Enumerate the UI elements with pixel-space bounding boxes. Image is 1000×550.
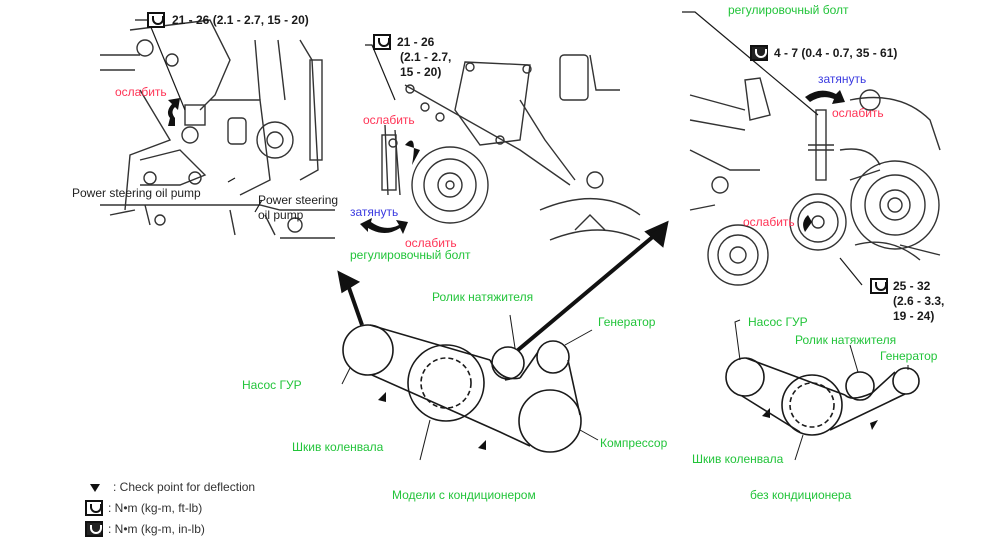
compressor-pulley: [518, 389, 582, 453]
tensioner-pulley: [845, 371, 875, 401]
adjust-bolt-label: регулировочный болт: [728, 3, 849, 17]
callout-arrows: [337, 220, 669, 352]
generator-pulley: [892, 367, 920, 395]
torque-spec-2-l3: 19 - 24): [893, 309, 935, 323]
loosen-label: ослабить: [363, 113, 415, 127]
legend-nm-ftlb: : N•m (kg-m, ft-lb): [108, 501, 203, 515]
legend-nm-inlb: : N•m (kg-m, in-lb): [108, 522, 205, 536]
rotation-arrows: [167, 90, 845, 234]
ps-pump-label: Насос ГУР: [748, 315, 808, 329]
deflection-markers: [90, 392, 878, 492]
crankshaft-label: Шкив коленвала: [692, 452, 784, 466]
without-ac-title: без кондиционера: [750, 488, 852, 502]
ps-pump-pulley: [342, 324, 394, 376]
loosen-label: ослабить: [405, 236, 457, 250]
torque-wrench-icon: [373, 34, 391, 50]
ps-pump-label-2a: Power steering: [258, 193, 339, 207]
torque-spec-2-l2: (2.6 - 3.3,: [893, 294, 945, 308]
crank-pulley: [407, 344, 485, 422]
torque-spec-l2: (2.1 - 2.7,: [400, 50, 452, 64]
with-ac-title: Модели с кондиционером: [392, 488, 536, 502]
torque-spec-l3: 15 - 20): [400, 65, 442, 79]
engine-sketch-right: [689, 77, 941, 286]
ps-pump-pulley: [725, 357, 765, 397]
engine-sketch-left: [100, 19, 335, 239]
loosen-label: ослабить: [743, 215, 795, 229]
legend-check-point: : Check point for deflection: [113, 480, 256, 494]
torque-wrench-icon: [85, 500, 103, 516]
compressor-label: Компрессор: [600, 436, 668, 450]
adjust-bolt-label: регулировочный болт: [350, 248, 471, 262]
loosen-arrow-icon: [167, 98, 180, 126]
generator-label: Генератор: [880, 349, 938, 363]
leader-lines: [135, 11, 863, 286]
generator-label: Генератор: [598, 315, 656, 329]
triangle-legend-icon: [90, 484, 100, 492]
tighten-label: затянуть: [350, 205, 399, 219]
torque-wrench-icon-inlb: [750, 45, 768, 61]
torque-spec-2-l1: 25 - 32: [893, 279, 931, 293]
torque-spec-l1: 21 - 26: [397, 35, 435, 49]
torque-wrench-icon-inlb: [85, 521, 103, 537]
generator-pulley: [536, 340, 570, 374]
belt-with-ac: [342, 324, 582, 453]
loosen-label: ослабить: [115, 85, 167, 99]
belt-without-ac: [725, 357, 920, 436]
torque-wrench-icon: [870, 278, 888, 294]
engine-sketch-middle: [381, 54, 641, 241]
torque-spec: 4 - 7 (0.4 - 0.7, 35 - 61): [774, 46, 898, 60]
tensioner-pulley: [491, 346, 525, 380]
loosen-label: ослабить: [832, 106, 884, 120]
ps-pump-label: Насос ГУР: [242, 378, 302, 392]
torque-wrench-icon: [147, 12, 165, 28]
tighten-arrow-icon: [805, 90, 845, 104]
loosen-arrow-icon: [803, 215, 812, 232]
label-leaders: [341, 314, 909, 461]
tighten-label: затянуть: [818, 72, 867, 86]
tensioner-label: Ролик натяжителя: [795, 333, 897, 347]
torque-spec: 21 - 26 (2.1 - 2.7, 15 - 20): [172, 13, 309, 27]
ps-pump-label-2b: oil pump: [258, 208, 304, 222]
tensioner-label: Ролик натяжителя: [432, 290, 534, 304]
ps-pump-label: Power steering oil pump: [72, 186, 201, 200]
crankshaft-label: Шкив коленвала: [292, 440, 384, 454]
crank-pulley: [781, 374, 843, 436]
loosen-arrow-icon: [405, 140, 420, 165]
double-arrow-icon: [360, 218, 408, 234]
